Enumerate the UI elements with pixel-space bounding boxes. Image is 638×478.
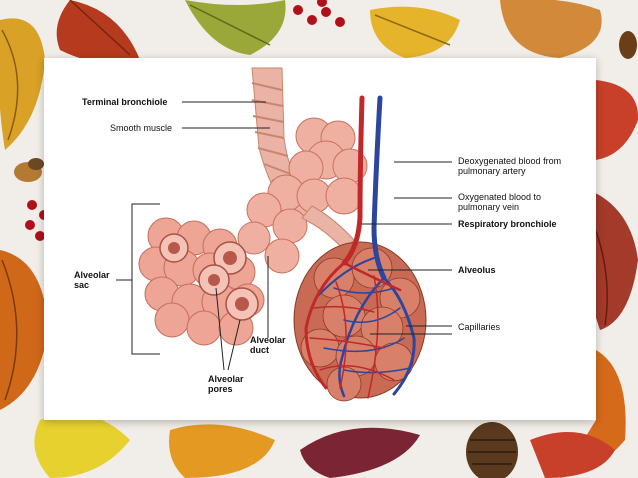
label-oxygenated-blood-line2: pulmonary vein	[458, 202, 520, 212]
label-capillaries: Capillaries	[458, 322, 501, 332]
label-alveolar-sac-line2: sac	[74, 280, 90, 290]
diagram-card: Terminal bronchiole Smooth muscle Deoxyg…	[44, 58, 596, 420]
label-alveolar-pores-line2: pores	[208, 384, 233, 394]
alveoli-illustration	[116, 67, 452, 402]
pinecone-bottom	[466, 422, 518, 478]
label-oxygenated-blood-line1: Oxygenated blood to	[458, 192, 542, 202]
acorn-left	[14, 158, 44, 182]
leaf-bottom-purple	[300, 427, 420, 478]
leaf-top-right-yellow	[370, 6, 460, 58]
label-deoxygenated-blood: Deoxygenated blood from pulmonary artery	[458, 156, 561, 176]
label-alveolar-duct-line1: Alveolar	[250, 335, 286, 345]
label-deoxygenated-blood-line2: pulmonary artery	[458, 166, 526, 176]
leaf-bottom-yellow	[34, 413, 130, 478]
leaf-top-left	[56, 0, 140, 64]
pulmonary-vein-vessels	[304, 95, 402, 399]
label-alveolar-duct-line2: duct	[250, 345, 269, 355]
label-alveolar-sac-line1: Alveolar	[74, 270, 110, 280]
leaf-bottom-orange	[169, 424, 275, 478]
leaf-left-yellow	[0, 18, 45, 150]
upper-alveolar-cluster	[237, 117, 368, 274]
leaf-right-red	[596, 80, 638, 160]
label-deoxygenated-blood-line1: Deoxygenated blood from	[458, 156, 562, 166]
label-smooth-muscle: Smooth muscle	[110, 123, 173, 133]
alveolar-sac-bracket	[116, 203, 160, 355]
leaf-top-right-orange	[500, 0, 602, 58]
leaf-left-bottom	[0, 250, 48, 410]
label-alveolus: Alveolus	[458, 265, 496, 275]
label-alveolar-pores: Alveolar pores	[208, 374, 244, 394]
label-respiratory-bronchiole: Respiratory bronchiole	[458, 219, 557, 229]
berries-top	[293, 0, 345, 27]
label-alveolar-duct: Alveolar duct	[250, 335, 286, 355]
label-terminal-bronchiole: Terminal bronchiole	[82, 97, 168, 107]
label-oxygenated-blood: Oxygenated blood to pulmonary vein	[458, 192, 541, 212]
leaf-bottom-right	[530, 432, 615, 478]
label-alveolar-sac: Alveolar sac	[74, 270, 110, 290]
acorn-top-right	[619, 31, 637, 59]
leader-lines	[182, 101, 452, 371]
label-alveolar-pores-line1: Alveolar	[208, 374, 244, 384]
leaf-top-green	[185, 0, 286, 55]
alveolus-openings	[159, 233, 259, 321]
